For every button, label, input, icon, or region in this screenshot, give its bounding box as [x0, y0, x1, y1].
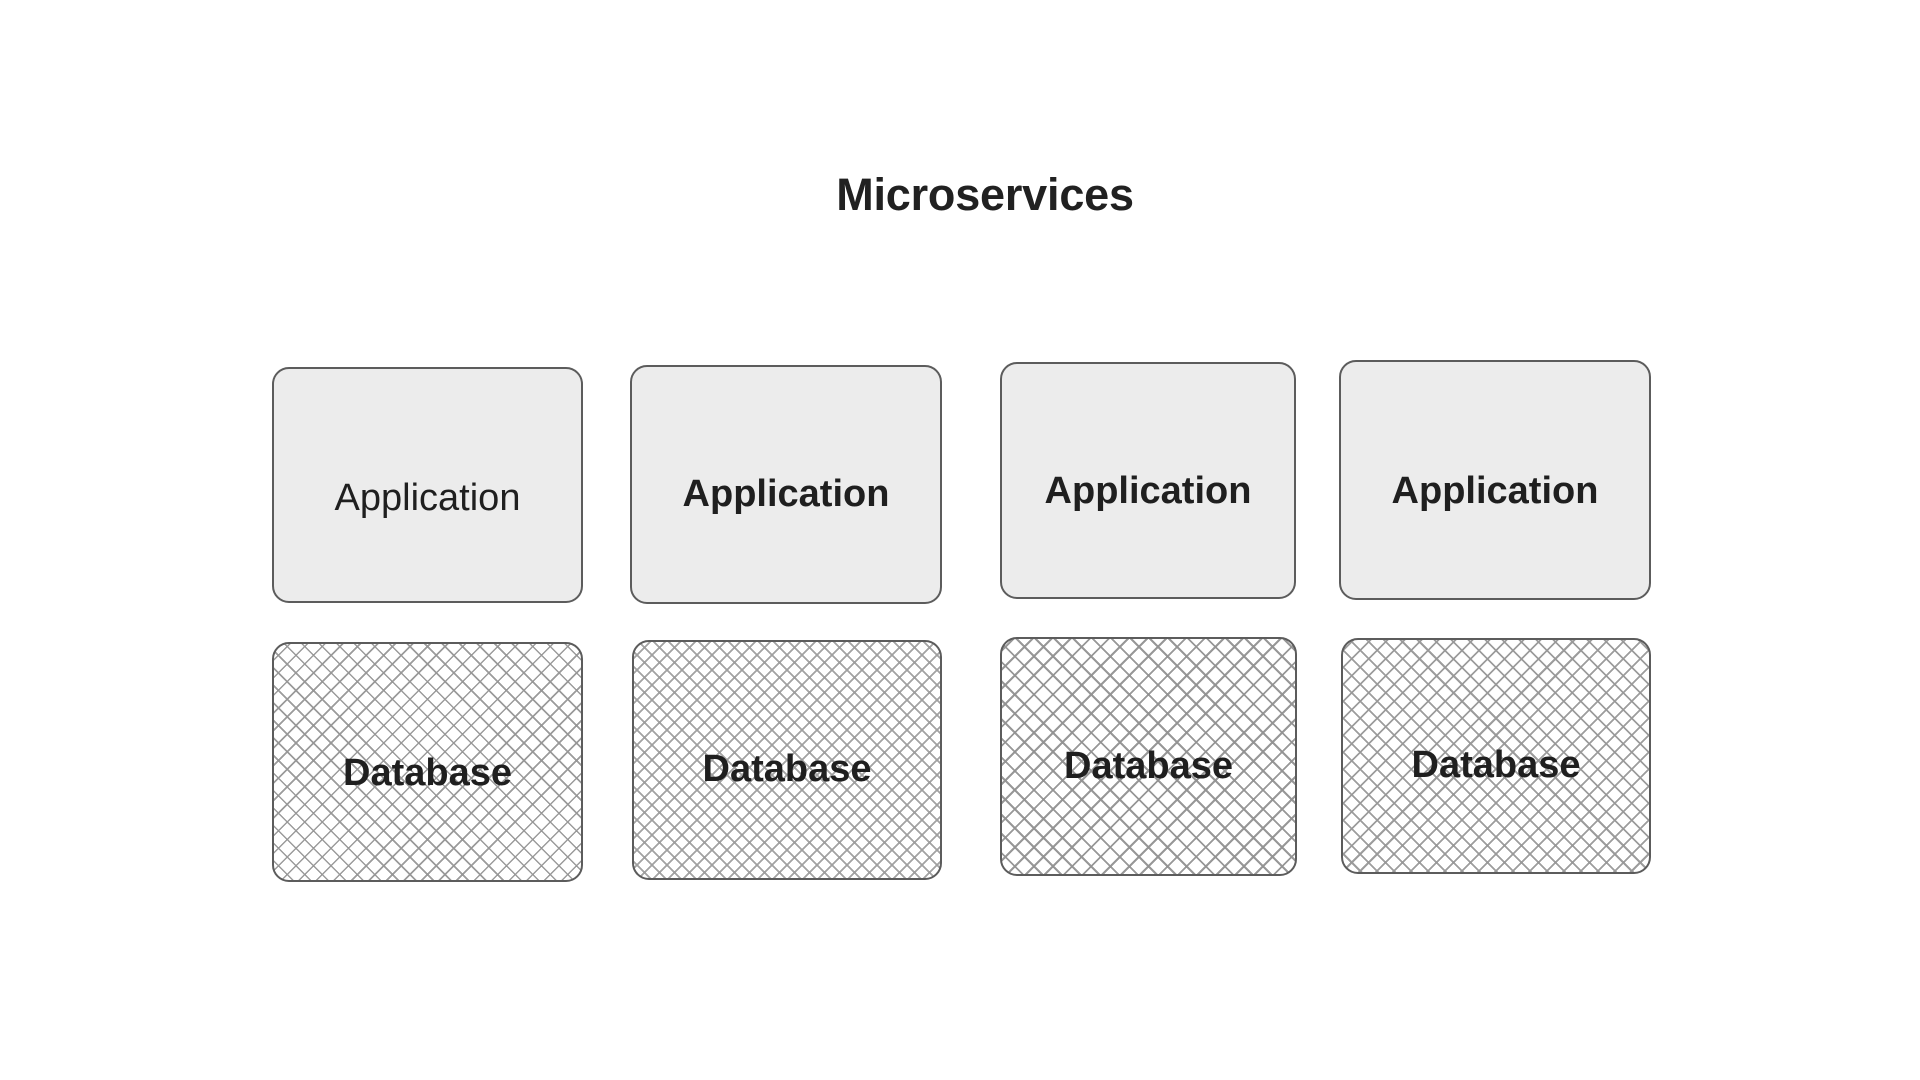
application-node-1-label: Application: [334, 477, 521, 519]
application-node-3[interactable]: Application: [1000, 362, 1296, 599]
database-node-1[interactable]: Database: [272, 642, 583, 882]
application-node-1[interactable]: Application: [272, 367, 583, 603]
application-node-2[interactable]: Application: [630, 365, 942, 604]
database-node-4[interactable]: Database: [1341, 638, 1651, 874]
application-node-4[interactable]: Application: [1339, 360, 1651, 600]
page-title-text: Microservices: [836, 169, 1134, 220]
database-node-3-label: Database: [1064, 745, 1233, 787]
database-node-3[interactable]: Database: [1000, 637, 1297, 876]
application-node-3-label: Application: [1044, 470, 1252, 512]
database-node-2[interactable]: Database: [632, 640, 942, 880]
page-title: Microservices: [0, 172, 1920, 217]
application-node-4-label: Application: [1391, 470, 1599, 512]
database-node-1-label: Database: [343, 752, 512, 794]
database-node-2-label: Database: [702, 748, 872, 790]
database-node-4-label: Database: [1411, 744, 1581, 786]
application-node-2-label: Application: [682, 473, 890, 515]
